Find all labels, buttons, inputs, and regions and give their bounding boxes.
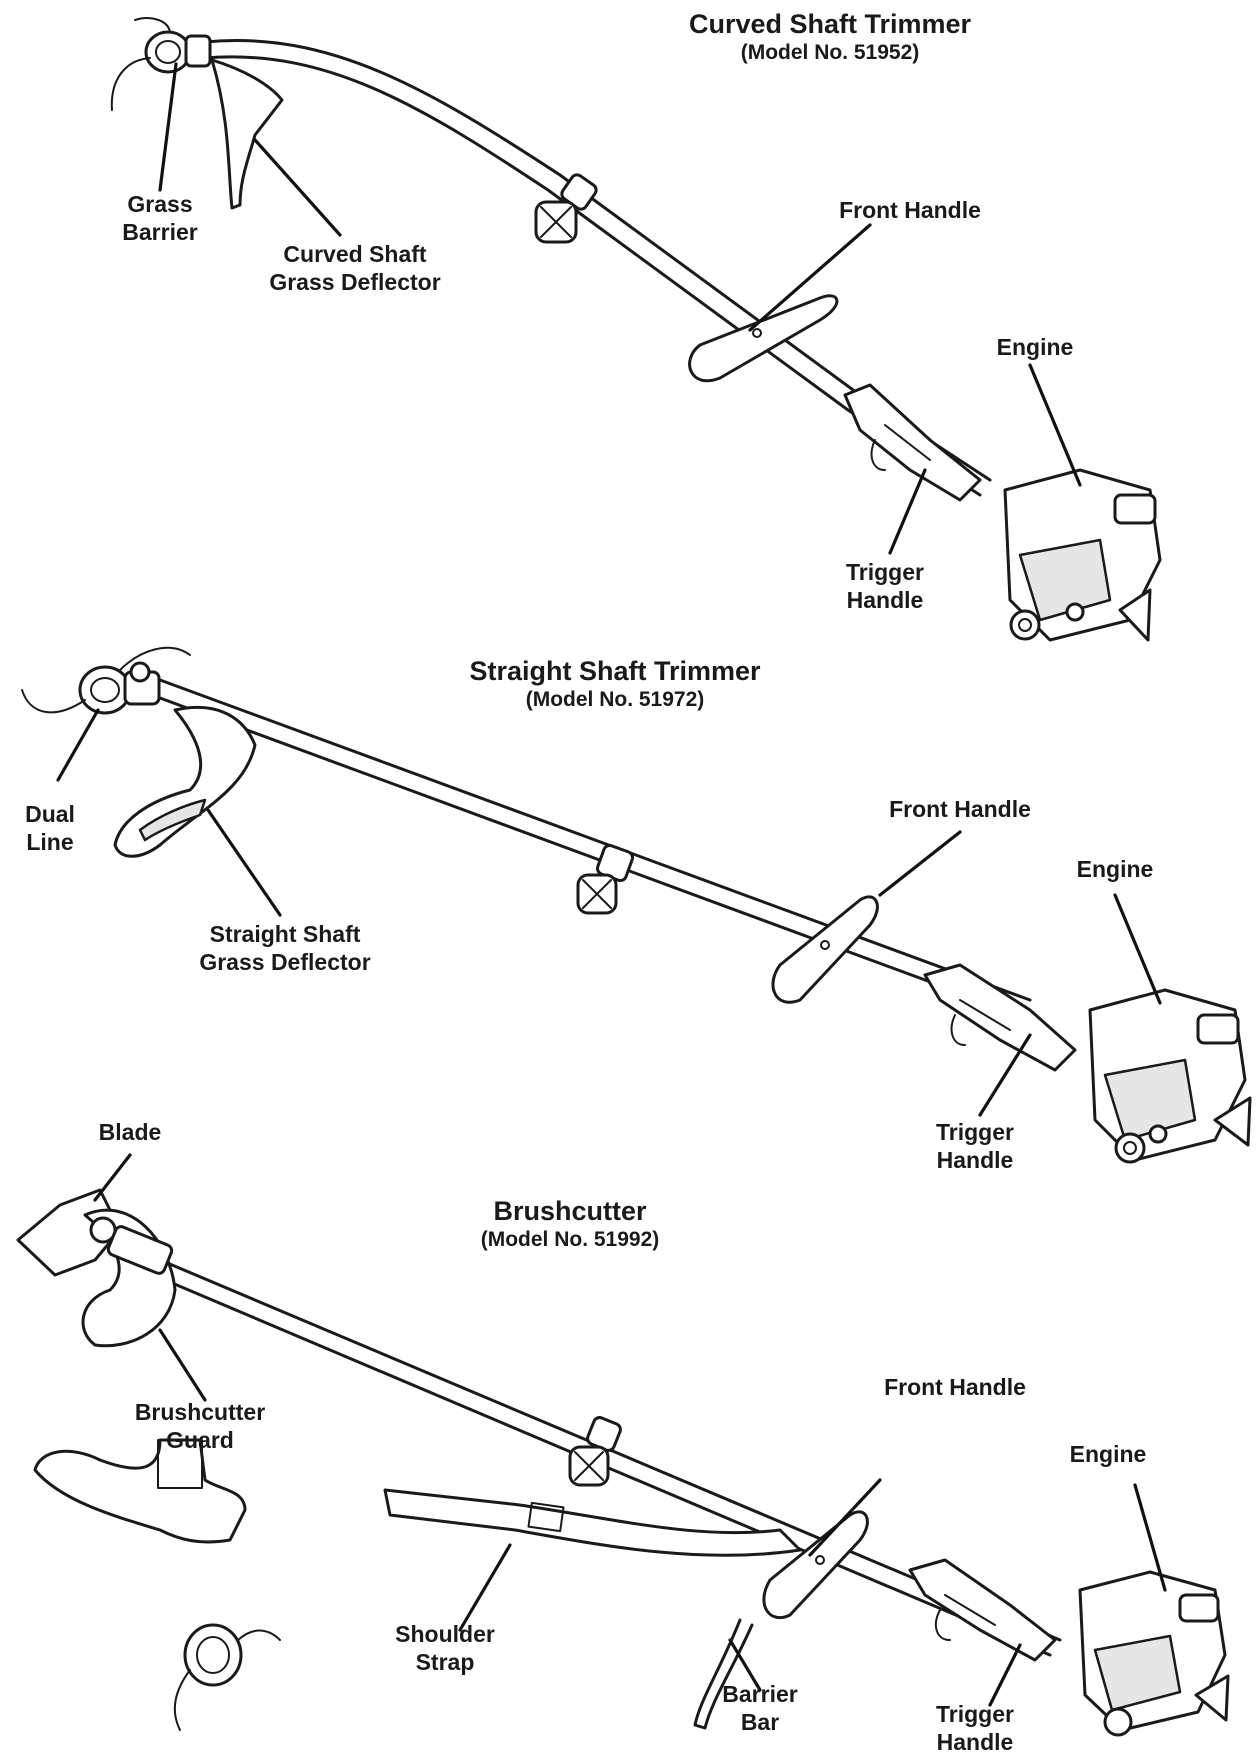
- straight-trimmer-title: Straight Shaft Trimmer (Model No. 51972): [420, 655, 810, 713]
- label-line: Engine: [996, 334, 1074, 360]
- diagram-title: Brushcutter: [493, 1196, 647, 1226]
- label-brushcutter-guard: Brushcutter Guard: [120, 1398, 280, 1454]
- label-curved-shaft-grass-deflector: Curved Shaft Grass Deflector: [250, 240, 460, 296]
- spare-guard-attachment: [33, 1438, 247, 1544]
- engine-icon: [1088, 988, 1252, 1164]
- brushcutter-title: Brushcutter (Model No. 51992): [420, 1195, 720, 1253]
- label-shoulder-strap: Shoulder Strap: [390, 1620, 500, 1676]
- label-grass-barrier: Grass Barrier: [105, 190, 215, 246]
- curved-shaft-trimmer-drawing: [110, 17, 1162, 642]
- label-line: Handle: [936, 1729, 1014, 1755]
- label-line: Straight Shaft: [209, 921, 361, 947]
- model-number: (Model No. 51972): [525, 688, 705, 711]
- label-line: Strap: [415, 1649, 475, 1675]
- model-number: (Model No. 51952): [740, 41, 920, 64]
- brushcutter-front-handle: [762, 1510, 869, 1619]
- label-trigger-handle: Trigger Handle: [925, 1700, 1025, 1756]
- label-line: Trigger: [846, 559, 924, 585]
- label-line: Front Handle: [884, 1374, 1026, 1400]
- label-straight-shaft-grass-deflector: Straight Shaft Grass Deflector: [180, 920, 390, 976]
- label-line: Curved Shaft: [283, 241, 427, 267]
- label-line: Grass: [127, 191, 193, 217]
- leader-lines: [56, 62, 1167, 1707]
- engine-icon: [1003, 468, 1162, 642]
- label-dual-line: Dual Line: [10, 800, 90, 856]
- shoulder-strap-loop: [534, 173, 598, 244]
- label-line: Guard: [166, 1427, 234, 1453]
- shoulder-strap-icon: [383, 1488, 802, 1557]
- diagram-title: Straight Shaft Trimmer: [469, 656, 761, 686]
- label-line: Front Handle: [839, 197, 981, 223]
- curved-shaft-edge: [203, 55, 982, 497]
- shoulder-strap-loop: [568, 1416, 622, 1487]
- label-engine: Engine: [1058, 1440, 1158, 1468]
- barrier-bar-shape: [693, 1618, 754, 1730]
- label-front-handle: Front Handle: [870, 795, 1050, 823]
- label-engine: Engine: [1065, 855, 1165, 883]
- label-trigger-handle: Trigger Handle: [925, 1118, 1025, 1174]
- label-line: Handle: [936, 1147, 1014, 1173]
- spare-trimmer-head-icon: [173, 1623, 281, 1731]
- label-line: Trigger: [936, 1119, 1014, 1145]
- shoulder-strap-loop: [576, 843, 635, 915]
- label-line: Grass Deflector: [269, 269, 441, 295]
- label-engine: Engine: [985, 333, 1085, 361]
- brushcutter-drawing: [16, 1188, 1230, 1737]
- label-line: Engine: [1076, 856, 1154, 882]
- label-line: Engine: [1069, 1441, 1147, 1467]
- engine-icon: [1078, 1570, 1230, 1737]
- label-trigger-handle: Trigger Handle: [835, 558, 935, 614]
- straight-shaft-edge: [158, 696, 1022, 1017]
- brushcutter-trigger-handle: [908, 1558, 1057, 1662]
- label-blade: Blade: [85, 1118, 175, 1146]
- label-line: Line: [26, 829, 74, 855]
- curved-shaft: [203, 39, 992, 482]
- label-line: Grass Deflector: [199, 949, 371, 975]
- curved-shaft-grass-deflector: [210, 58, 284, 210]
- label-front-handle: Front Handle: [865, 1373, 1045, 1401]
- label-line: Bar: [740, 1709, 780, 1735]
- label-line: Barrier: [122, 219, 198, 245]
- diagram-title: Curved Shaft Trimmer: [688, 9, 972, 39]
- label-line: Dual: [25, 801, 75, 827]
- straight-trigger-handle: [923, 963, 1077, 1072]
- brushcutter-shaft: [163, 1260, 1062, 1642]
- straight-shaft-grass-deflector: [113, 705, 257, 858]
- label-line: Handle: [846, 587, 924, 613]
- curved-trimmer-title: Curved Shaft Trimmer (Model No. 51952): [640, 8, 1020, 66]
- label-line: Shoulder: [395, 1621, 495, 1647]
- curved-front-handle: [688, 294, 839, 383]
- trimmer-head-icon: [21, 646, 191, 715]
- label-line: Barrier: [722, 1681, 798, 1707]
- curved-trigger-handle: [843, 383, 982, 502]
- label-line: Front Handle: [889, 796, 1031, 822]
- model-number: (Model No. 51992): [480, 1228, 660, 1251]
- label-front-handle: Front Handle: [820, 196, 1000, 224]
- straight-shaft: [158, 678, 1032, 1002]
- straight-shaft-trimmer-drawing: [21, 646, 1252, 1164]
- label-line: Brushcutter: [134, 1399, 266, 1425]
- label-line: Trigger: [936, 1701, 1014, 1727]
- trimmer-head-icon: [110, 17, 212, 111]
- label-line: Blade: [98, 1119, 162, 1145]
- label-barrier-bar: Barrier Bar: [710, 1680, 810, 1736]
